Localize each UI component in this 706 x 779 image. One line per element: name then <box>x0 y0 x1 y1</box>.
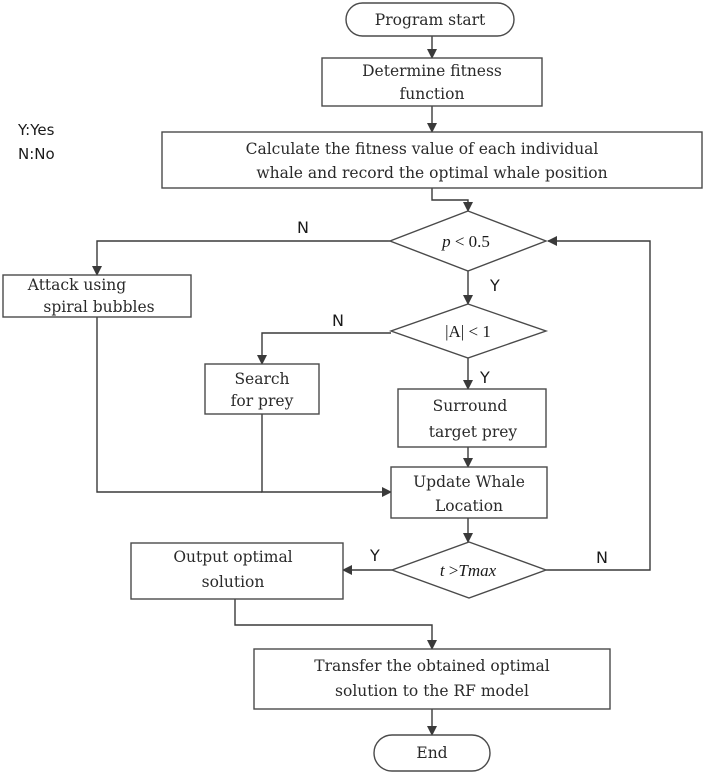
start-label: Program start <box>375 11 486 29</box>
node-transfer: Transfer the obtained optimal solution t… <box>253 648 611 710</box>
transfer-box <box>253 648 611 710</box>
surround-line-1: Surround <box>433 397 508 415</box>
calc-fitness-box <box>161 131 703 189</box>
edge-output-to-transfer <box>234 599 437 650</box>
node-fitness-function: Determine fitness function <box>321 57 543 107</box>
start-terminal <box>345 2 515 37</box>
node-search: Search for prey <box>204 363 320 415</box>
search-line-2: for prey <box>231 392 294 410</box>
p-decision-var: p <box>441 232 451 251</box>
update-box <box>390 466 548 519</box>
edge-calc-to-p <box>431 188 473 212</box>
node-end: End <box>373 734 491 772</box>
label-p-no: N <box>297 218 309 237</box>
search-box <box>204 363 320 415</box>
label-a-yes: Y <box>479 368 490 387</box>
fitness-function-line-1: Determine fitness <box>362 62 502 80</box>
p-decision-label: p < 0.5 <box>441 232 490 251</box>
node-start: Program start <box>345 2 515 37</box>
surround-box <box>397 388 547 448</box>
calc-fitness-line-1: Calculate the fitness value of each indi… <box>246 140 599 158</box>
edge-a-no-to-search <box>257 332 391 365</box>
label-t-yes: Y <box>369 546 380 565</box>
output-line-1: Output optimal <box>173 548 292 566</box>
edge-spiral-to-update <box>96 317 262 493</box>
edges <box>92 36 651 736</box>
node-output: Output optimal solution <box>130 542 344 600</box>
node-t-decision: t >Tmax <box>389 541 549 599</box>
node-surround: Surround target prey <box>397 388 547 448</box>
t-decision-var2: Tmax <box>458 561 496 580</box>
fitness-function-line-2: function <box>400 85 465 103</box>
update-line-1: Update Whale <box>413 473 525 491</box>
node-update: Update Whale Location <box>390 466 548 519</box>
label-t-no: N <box>596 548 608 567</box>
t-decision-var: t <box>440 561 446 580</box>
edge-p-no-to-spiral <box>92 240 390 276</box>
t-decision-rest: > <box>445 561 459 580</box>
legend: Y:Yes N:No <box>17 121 55 163</box>
end-label: End <box>416 744 447 762</box>
node-calc-fitness: Calculate the fitness value of each indi… <box>161 131 703 189</box>
transfer-line-1: Transfer the obtained optimal <box>314 657 550 675</box>
p-decision-rest: < 0.5 <box>451 232 490 251</box>
update-line-2: Location <box>435 497 503 515</box>
end-terminal <box>373 734 491 772</box>
edge-labels: N Y N Y Y N <box>297 218 608 567</box>
label-p-yes: Y <box>489 276 500 295</box>
node-a-decision: |A| < 1 <box>388 303 549 359</box>
edge-t-no-to-p <box>546 236 651 571</box>
p-decision-diamond <box>388 210 548 272</box>
search-line-1: Search <box>234 370 289 388</box>
t-decision-diamond <box>389 541 549 599</box>
spiral-line-2: spiral bubbles <box>43 298 154 316</box>
spiral-box <box>2 274 192 318</box>
a-decision-label: |A| < 1 <box>445 322 491 341</box>
fitness-function-box <box>321 57 543 107</box>
calc-fitness-line-2: whale and record the optimal whale posit… <box>256 164 607 182</box>
output-line-2: solution <box>202 573 265 591</box>
surround-line-2: target prey <box>429 423 518 441</box>
edge-search-to-update <box>261 414 392 497</box>
spiral-line-1: Attack using <box>27 276 126 294</box>
t-decision-label: t >Tmax <box>440 561 497 580</box>
node-spiral: Attack using spiral bubbles <box>2 274 192 318</box>
transfer-line-2: solution to the RF model <box>335 682 529 700</box>
legend-no: N:No <box>18 145 55 163</box>
label-a-no: N <box>332 311 344 330</box>
a-decision-diamond <box>388 303 549 359</box>
legend-yes: Y:Yes <box>17 121 55 139</box>
node-p-decision: p < 0.5 <box>388 210 548 272</box>
output-box <box>130 542 344 600</box>
